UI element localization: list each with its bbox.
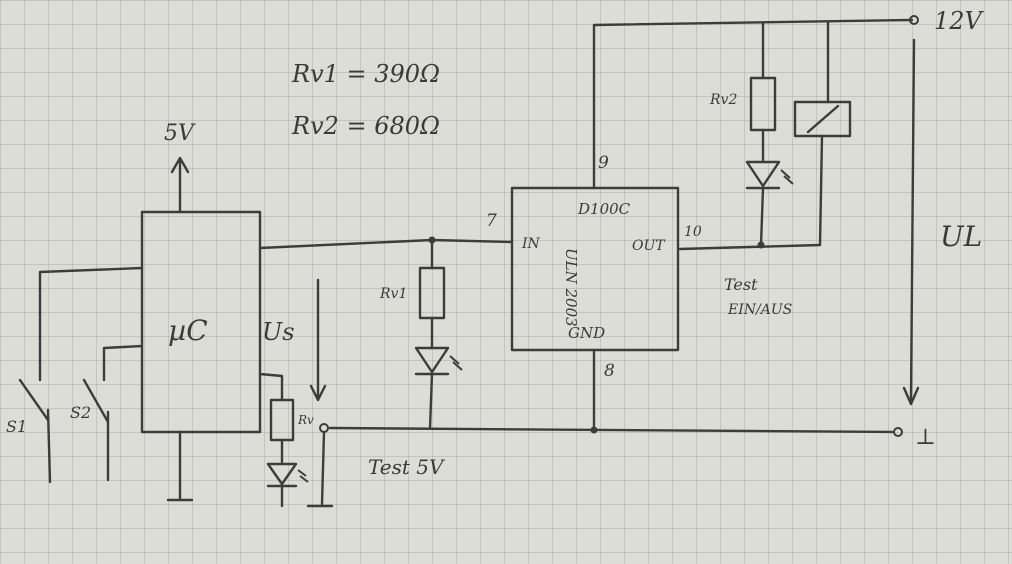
label-rv2-formula: Rv2 = 680Ω — [291, 112, 440, 140]
wire-ground-rail — [328, 348, 894, 434]
wire-rv2-branch — [759, 21, 765, 247]
led-rv-rays — [297, 469, 309, 483]
relay-coil-slash — [806, 104, 840, 134]
wire-input-line — [258, 238, 514, 250]
label-5v: 5V — [164, 121, 196, 146]
label-us: Us — [262, 318, 295, 346]
label-ground: ⊥ — [915, 425, 936, 450]
label-s2: S2 — [70, 403, 91, 422]
wire-test5v-ground — [306, 430, 334, 508]
label-pin-8: 8 — [604, 361, 615, 381]
label-s1: S1 — [6, 417, 27, 436]
resistor-rv2 — [749, 76, 777, 132]
label-test-onoff-1: Test — [724, 275, 758, 294]
led-rv2 — [745, 160, 781, 190]
arrow-us — [309, 278, 327, 402]
label-pin-7: 7 — [486, 211, 497, 231]
label-r-rv1: Rv1 — [379, 286, 407, 302]
wire-s2 — [82, 344, 144, 482]
label-ic-in: IN — [521, 236, 541, 252]
terminal-ground — [893, 427, 903, 437]
label-ic-name: D100C — [577, 200, 631, 218]
label-ic-gnd: GND — [568, 324, 605, 342]
resistor-rv — [269, 398, 295, 442]
led-rv1 — [414, 346, 450, 376]
led-rv1-rays — [449, 355, 463, 371]
label-ul: UL — [940, 220, 982, 253]
terminal-12v — [909, 15, 919, 25]
wire-rv-branch — [258, 372, 284, 508]
label-12v: 12V — [934, 7, 985, 35]
label-ic-part: ULN 2003 — [562, 248, 580, 327]
terminal-test-5v — [319, 423, 329, 433]
label-ic-out: OUT — [632, 238, 666, 254]
wire-rv1-branch — [428, 238, 434, 430]
led-rv2-rays — [780, 169, 794, 185]
label-r-rv: Rv — [297, 413, 314, 427]
label-uc: µC — [168, 314, 208, 347]
label-pin-9: 9 — [598, 153, 609, 173]
label-test-5v: Test 5V — [368, 455, 446, 479]
led-rv — [266, 462, 298, 488]
wire-uc-ground — [166, 430, 194, 502]
label-r-rv2: Rv2 — [709, 92, 737, 108]
node-out — [757, 241, 765, 249]
wire-s1 — [18, 266, 144, 484]
wire-relay-branch — [678, 20, 830, 251]
resistor-rv1 — [418, 266, 446, 320]
label-test-onoff-2: EIN/AUS — [727, 302, 792, 318]
relay-coil — [793, 100, 852, 138]
label-pin-10: 10 — [684, 224, 702, 240]
wire-5v — [170, 156, 190, 214]
microcontroller-box — [140, 210, 262, 434]
node-ground — [590, 426, 598, 434]
arrow-ul — [902, 38, 920, 406]
label-rv1-formula: Rv1 = 390Ω — [291, 60, 440, 88]
wire-12v-rail — [592, 18, 914, 190]
